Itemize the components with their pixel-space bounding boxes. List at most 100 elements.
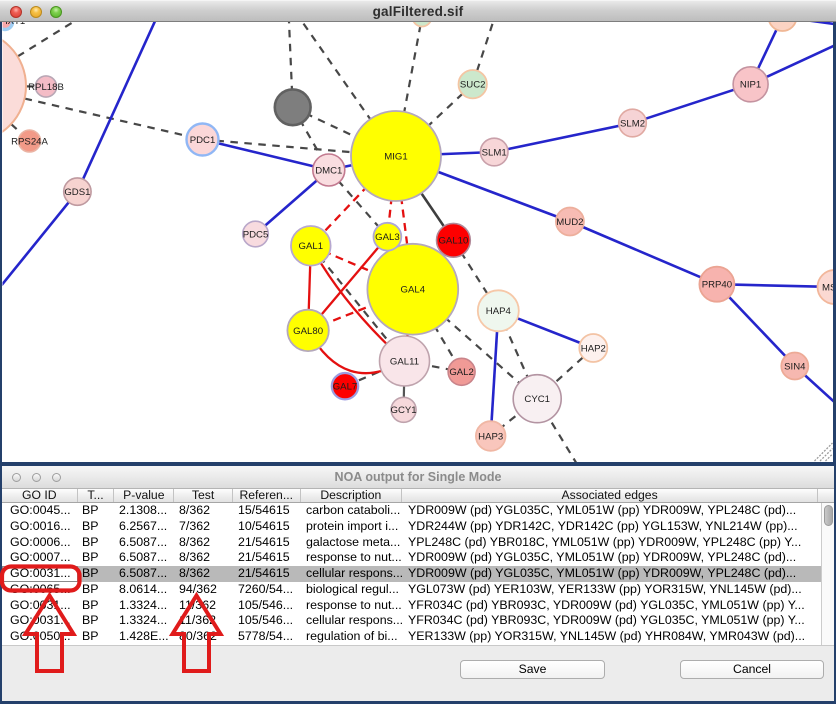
graph-edge[interactable] [715, 283, 796, 367]
graph-node-GAL80[interactable] [286, 308, 330, 352]
column-header-t-[interactable]: T... [78, 489, 115, 502]
graph-node-CYC1[interactable] [512, 373, 563, 424]
table-cell: YDR009W (pd) YGL035C, YML051W (pp) YDR00… [408, 503, 797, 517]
graph-node-bigpink[interactable] [0, 30, 27, 142]
graph-edge[interactable] [632, 83, 752, 125]
graph-node-pinkcut[interactable] [768, 22, 797, 32]
cancel-button[interactable]: Cancel [680, 659, 824, 679]
graph-edge[interactable] [0, 85, 47, 88]
graph-node-HAP2[interactable] [578, 333, 609, 363]
graph-node-PDC5[interactable] [241, 220, 270, 248]
network-window-titlebar[interactable]: galFiltered.sif [0, 0, 836, 22]
graph-node-SUC2[interactable] [457, 69, 488, 100]
graph-edge[interactable] [202, 138, 397, 158]
graph-node-HAP3[interactable] [475, 420, 507, 452]
graph-node-GDS1[interactable] [62, 177, 92, 207]
column-header-test[interactable]: Test [174, 489, 233, 502]
graph-edge[interactable] [569, 220, 718, 286]
graph-node-GCY1[interactable] [390, 396, 417, 424]
save-button[interactable]: Save [460, 659, 605, 679]
graph-node-RPS24A[interactable] [17, 129, 42, 153]
graph-node-label: GAL10 [438, 236, 468, 247]
graph-edge[interactable] [76, 22, 161, 193]
graph-node-label: HXT1 [1, 22, 26, 27]
table-cell: GO:0006... [10, 534, 71, 549]
table-cell: BP [82, 503, 99, 517]
column-header-p-value[interactable]: P-value [114, 489, 175, 502]
graph-node-MSL5[interactable] [816, 269, 836, 305]
grip-line [814, 442, 833, 462]
graph-node-NIP1[interactable] [732, 66, 769, 103]
zoom-button[interactable] [50, 6, 62, 18]
graph-edge[interactable] [394, 22, 423, 157]
table-cell: YER133W (pp) YOR315W, YNL145W (pd) YHR08… [408, 629, 806, 643]
column-header-referen-[interactable]: Referen... [233, 489, 301, 502]
graph-edge[interactable] [493, 121, 633, 154]
graph-node-GAL10[interactable] [435, 222, 472, 259]
graph-node-HXT1[interactable] [0, 22, 15, 32]
graph-node-DMC1[interactable] [311, 153, 346, 187]
column-header-description[interactable]: Description [301, 489, 403, 502]
vertical-scrollbar[interactable] [821, 503, 834, 645]
graph-edge[interactable] [0, 86, 203, 141]
graph-node-GAL7[interactable] [330, 371, 360, 401]
table-cell: 6.5087... [119, 550, 168, 565]
graph-node-SIN4[interactable] [780, 351, 810, 381]
scrollbar-thumb[interactable] [823, 505, 833, 526]
graph-node-SLM2[interactable] [617, 108, 648, 138]
graph-node-GAL4[interactable] [366, 242, 460, 336]
graph-node-HAP4[interactable] [476, 289, 520, 333]
graph-node-PDC1[interactable] [185, 122, 220, 157]
network-canvas[interactable] [0, 22, 836, 466]
table-cell: 11/362 [179, 597, 216, 612]
graph-node-label: DMC1 [315, 165, 342, 176]
graph-node-GAL11[interactable] [378, 335, 431, 387]
graph-edge[interactable] [202, 138, 330, 172]
graph-node-label: HAP2 [581, 343, 606, 354]
graph-edge[interactable] [309, 245, 406, 362]
minimize-button[interactable] [30, 6, 42, 18]
table-cell: 1.428E... [119, 629, 169, 643]
graph-node-SLM1[interactable] [479, 137, 509, 167]
table-cell: 8/362 [179, 566, 211, 580]
graph-node-RPL18B[interactable] [34, 75, 58, 98]
graph-edge[interactable] [716, 282, 835, 289]
graph-node-label: SIN4 [784, 361, 806, 372]
minimize-button-inactive[interactable] [32, 473, 41, 482]
close-button[interactable] [10, 6, 22, 18]
graph-edge[interactable] [0, 190, 79, 302]
graph-node-GAL3[interactable] [372, 221, 403, 252]
graph-node-greencut[interactable] [412, 22, 432, 28]
graph-node-graynode[interactable] [273, 88, 312, 127]
graph-node-MIG1[interactable] [350, 110, 442, 202]
graph-node-GAL2[interactable] [447, 357, 476, 387]
graph-node-GAL1[interactable] [290, 225, 332, 267]
graph-node-PRP40[interactable] [698, 265, 736, 303]
table-cell: 21/54615 [238, 550, 290, 565]
close-button-inactive[interactable] [12, 473, 21, 482]
table-cell: response to nut... [306, 550, 402, 565]
noa-window-titlebar[interactable]: NOA output for Single Mode [2, 466, 834, 489]
column-header-go-id[interactable]: GO ID [2, 489, 78, 502]
graph-edge[interactable] [490, 397, 538, 437]
column-header-associated-edges[interactable]: Associated edges [402, 489, 819, 502]
graph-node-label: SLM1 [482, 147, 507, 158]
zoom-button-inactive[interactable] [52, 473, 61, 482]
table-cell: 21/54615 [238, 566, 290, 580]
resize-grip-icon[interactable] [814, 442, 833, 462]
graph-edge[interactable] [783, 22, 836, 26]
table-cell: regulation of bi... [306, 629, 398, 643]
table-cell: 105/546... [238, 613, 294, 628]
graph-node-MUD2[interactable] [555, 206, 585, 237]
table-cell: 6.2567... [119, 518, 168, 533]
